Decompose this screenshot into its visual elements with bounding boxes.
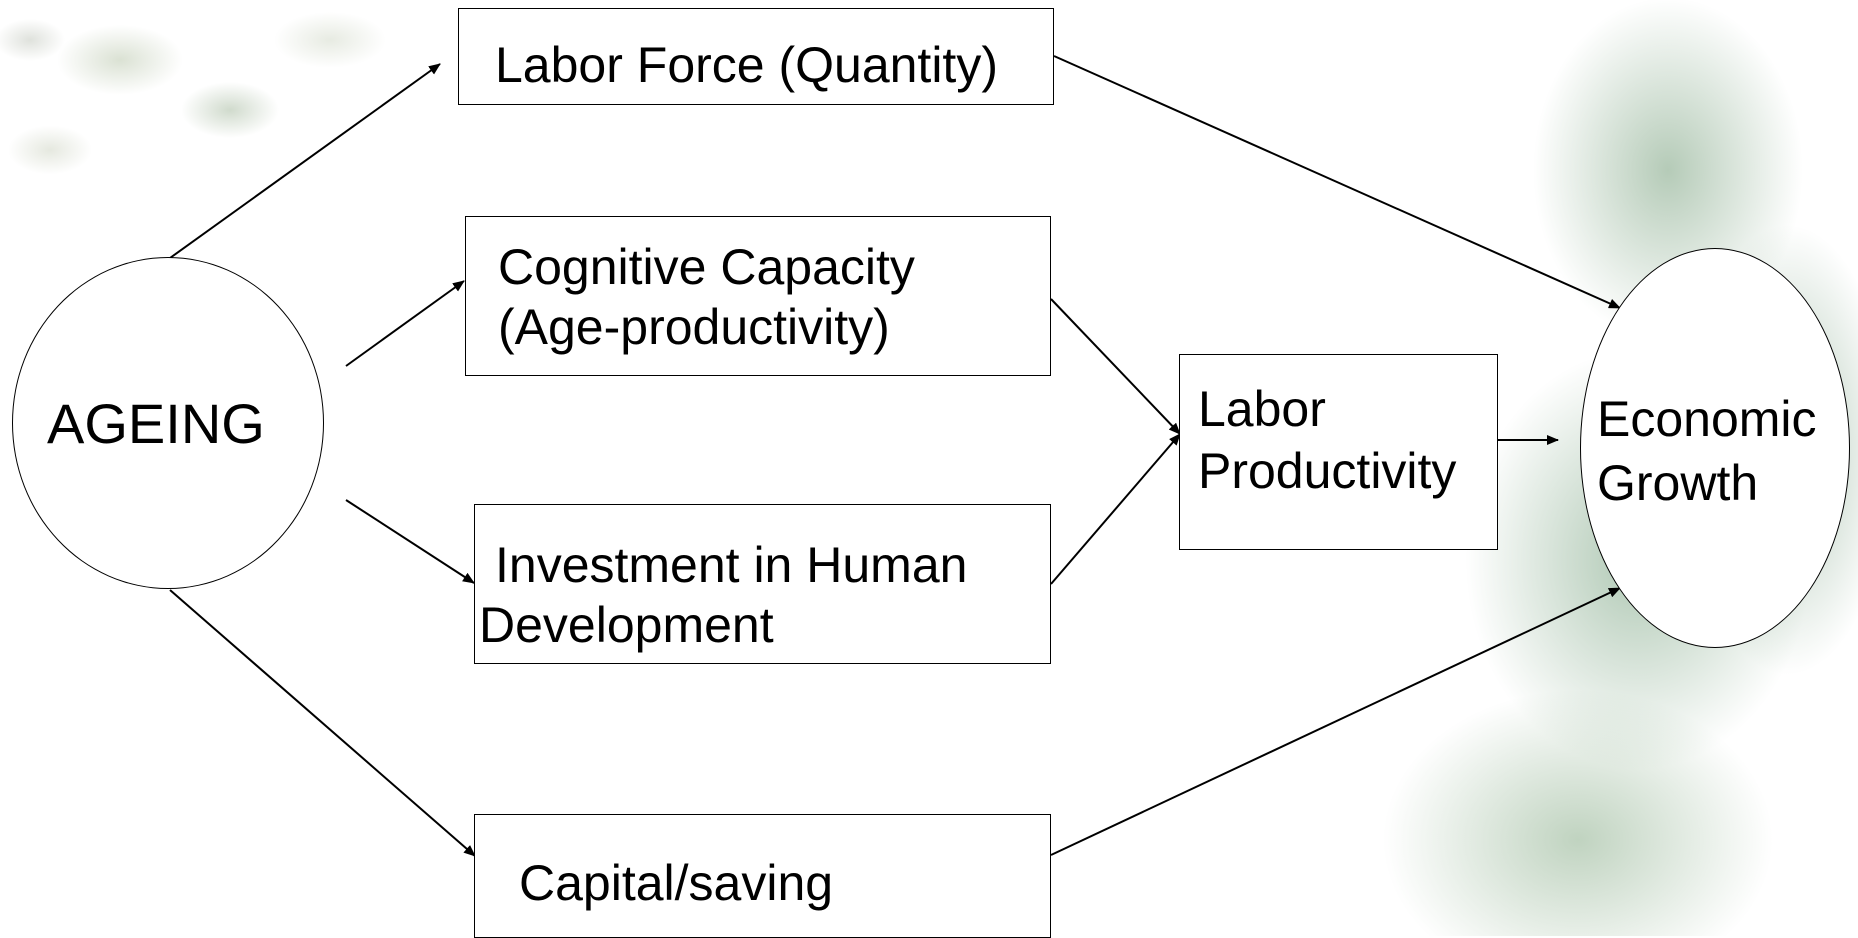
cognitive-label-line1: Cognitive Capacity bbox=[498, 239, 915, 295]
arrow-investment-to-productivity bbox=[1050, 433, 1181, 585]
investment-node: Investment in Human Development bbox=[474, 504, 1051, 664]
arrow-ageing-to-capital bbox=[169, 589, 476, 857]
labor-productivity-node: Labor Productivity bbox=[1179, 354, 1498, 550]
arrow-ageing-to-cognitive bbox=[345, 280, 465, 367]
cognitive-label-line2: (Age-productivity) bbox=[498, 299, 890, 355]
labor-force-label: Labor Force (Quantity) bbox=[495, 37, 998, 93]
investment-label-line1: Investment in Human bbox=[495, 537, 968, 593]
economic-growth-node: Economic Growth bbox=[1580, 248, 1850, 648]
productivity-label-line2: Productivity bbox=[1198, 443, 1457, 499]
arrow-labor-force-to-growth bbox=[1053, 55, 1621, 309]
capital-label: Capital/saving bbox=[519, 855, 834, 911]
capital-saving-node: Capital/saving bbox=[474, 814, 1051, 938]
cognitive-capacity-node: Cognitive Capacity (Age-productivity) bbox=[465, 216, 1051, 376]
ageing-node: AGEING bbox=[12, 257, 324, 589]
arrow-capital-to-growth bbox=[1050, 587, 1621, 856]
labor-force-node: Labor Force (Quantity) bbox=[458, 8, 1054, 105]
background-foliage bbox=[0, 0, 480, 260]
arrow-ageing-to-labor-force bbox=[169, 63, 441, 259]
arrow-cognitive-to-productivity bbox=[1050, 298, 1181, 435]
productivity-label-line1: Labor bbox=[1198, 381, 1326, 437]
ageing-label: AGEING bbox=[47, 392, 265, 455]
growth-label-line2: Growth bbox=[1597, 455, 1759, 511]
investment-label-line2: Development bbox=[479, 597, 774, 653]
growth-label-line1: Economic bbox=[1597, 391, 1817, 447]
arrow-ageing-to-investment bbox=[345, 499, 475, 584]
